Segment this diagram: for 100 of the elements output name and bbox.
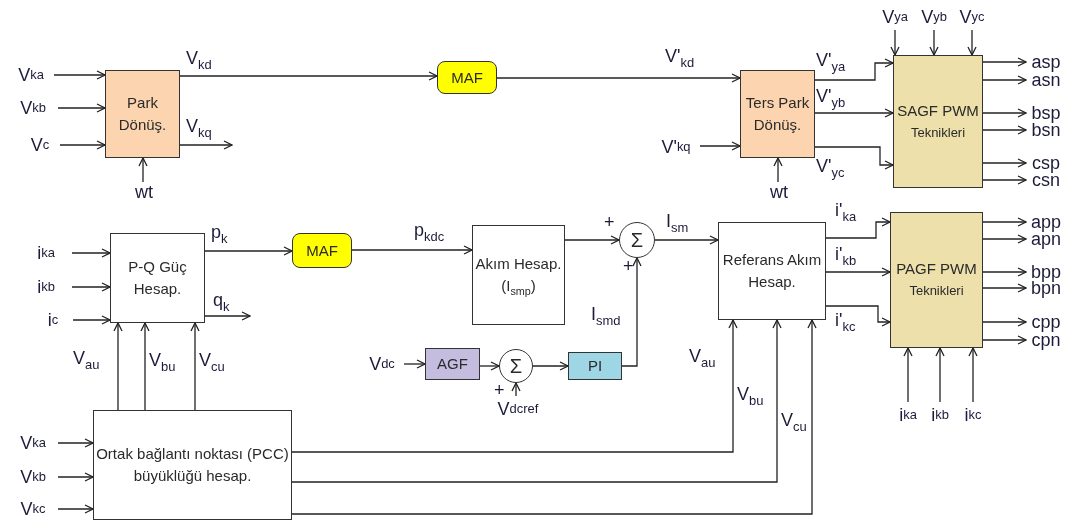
process-box	[568, 352, 622, 380]
arrow	[982, 267, 1027, 277]
arrow	[825, 217, 891, 239]
arrow	[204, 246, 293, 256]
arrow	[935, 347, 945, 403]
signal-label: V$_{au}$	[688, 346, 717, 366]
arrow	[814, 58, 894, 81]
arrow	[57, 504, 94, 514]
arrow	[403, 359, 426, 369]
signal-label: wt	[128, 182, 160, 202]
block-label: P-Q Güç Hesap.	[127, 257, 188, 299]
arrow	[57, 438, 94, 448]
signal-label: csp	[1026, 153, 1066, 173]
arrow	[138, 157, 148, 183]
arrow	[71, 248, 111, 258]
arrow	[903, 347, 913, 403]
block-label: Teknikleri	[909, 282, 964, 300]
signal-label: V$_{cu}$	[780, 410, 808, 430]
arrow	[140, 322, 150, 411]
summing-junction	[499, 349, 533, 383]
arrow	[773, 157, 783, 183]
arrow	[982, 75, 1027, 85]
arrow	[814, 108, 894, 118]
signal-label: bsp	[1026, 103, 1066, 123]
sign-label: +	[493, 380, 506, 400]
arrow	[564, 235, 620, 245]
arrow	[291, 319, 817, 515]
filter-block	[437, 61, 497, 94]
arrow	[982, 317, 1027, 327]
arrow	[982, 234, 1027, 244]
sign-label: +	[622, 256, 635, 276]
arrow	[511, 382, 521, 397]
arrow	[204, 311, 251, 321]
process-box	[718, 222, 826, 320]
signal-label: i'$_{kc}$	[834, 310, 857, 330]
summing-junction	[619, 222, 655, 258]
signal-label: V$_{kd}$	[185, 48, 213, 68]
signal-label: I$_{sm}$	[665, 211, 690, 231]
signal-label: asp	[1026, 52, 1066, 72]
arrow	[190, 322, 200, 411]
sigma-symbol: Σ	[509, 355, 523, 377]
arrow	[351, 245, 473, 255]
arrow	[57, 103, 106, 113]
arrow	[699, 141, 741, 151]
signal-label: i'$_{ka}$	[834, 200, 858, 220]
arrow	[479, 361, 500, 371]
block-label: Teknikleri	[910, 123, 966, 142]
signal-label: bpp	[1026, 262, 1066, 282]
block-label: PI	[587, 356, 603, 376]
arrow	[179, 71, 438, 81]
arrow	[113, 322, 123, 411]
signal-label: V$_{au}$	[72, 348, 101, 368]
signal-label: cpp	[1026, 312, 1066, 332]
arrow	[890, 29, 900, 56]
block-label: AGF	[437, 354, 468, 374]
block-label: MAF	[306, 240, 338, 261]
block-label: Akım Hesap. (I$_{smp}$)	[475, 254, 562, 297]
arrow	[654, 235, 719, 245]
arrow	[59, 140, 106, 150]
arrow	[291, 319, 738, 453]
arrow	[982, 125, 1027, 135]
process-box	[472, 225, 565, 325]
arrow	[967, 29, 977, 56]
arrow	[179, 140, 233, 150]
process-box	[110, 233, 205, 323]
block-label: Park Dönüş.	[117, 93, 168, 135]
signal-label: app	[1026, 212, 1066, 232]
arrow	[929, 29, 939, 56]
sign-label: +	[603, 212, 616, 232]
arrow	[814, 146, 894, 170]
block-label: Ters Park Dönüş.	[744, 93, 811, 135]
arrow	[968, 347, 978, 403]
arrow	[71, 282, 111, 292]
arrow	[496, 73, 741, 83]
block-label: Referans Akım Hesap.	[721, 250, 823, 292]
signal-label: V$_{cu}$	[198, 350, 226, 370]
signal-label: wt	[763, 182, 795, 202]
arrow	[825, 305, 891, 327]
block-label: PAGF PWM	[896, 259, 977, 279]
arrow	[532, 361, 569, 371]
arrow	[982, 57, 1027, 67]
arrow	[53, 70, 106, 80]
arrow	[982, 217, 1027, 227]
pwm-block	[893, 55, 983, 188]
arrow	[982, 283, 1027, 293]
arrow	[982, 335, 1027, 345]
signal-label: I$_{smd}$	[590, 304, 622, 324]
pwm-block	[890, 212, 983, 348]
arrow	[621, 257, 642, 367]
arrow	[982, 158, 1027, 168]
arrow	[72, 315, 111, 325]
arrow	[982, 175, 1027, 185]
signal-label: i'$_{kb}$	[834, 244, 858, 264]
signal-label: V'$_{kd}$	[664, 46, 696, 66]
process-box	[425, 348, 480, 380]
sigma-symbol: Σ	[630, 229, 644, 251]
block-label: MAF	[451, 67, 483, 88]
block-label: Ortak bağlantı noktası (PCC) büyüklüğü hesap.	[96, 444, 289, 486]
arrow	[825, 267, 891, 277]
signal-label: V$_{bu}$	[148, 350, 177, 370]
